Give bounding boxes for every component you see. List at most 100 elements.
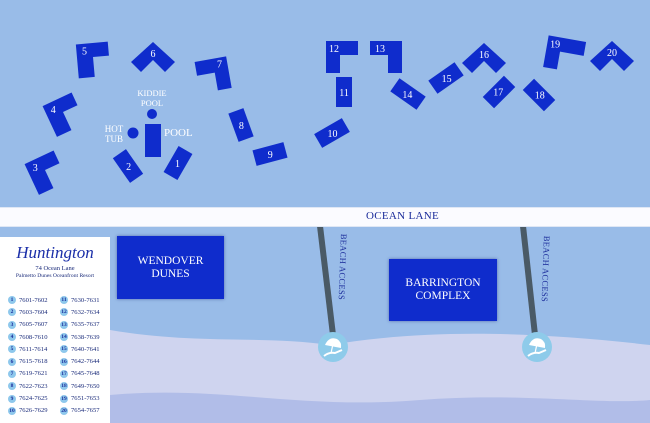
legend-unit-range: 7622-7623 [19,382,48,390]
building-12: 12 [326,41,358,73]
beach-access-path-1 [317,225,336,336]
building-shape [314,118,350,148]
beach-surf [110,392,650,423]
legend-unit-range: 7601-7602 [19,296,48,304]
building-shape [390,78,426,110]
legend-badge: 12 [60,308,68,317]
building-number: 18 [535,91,545,102]
hot-tub [127,127,139,139]
building-shape [75,41,109,79]
building-number: 16 [479,50,489,61]
legend-badge: 5 [8,345,16,354]
building-shape [590,41,634,71]
legend-badge: 8 [8,382,16,391]
building-shape [228,108,254,142]
building-shape [131,42,175,72]
hot-tub-label: HOT TUB [101,124,127,144]
building-15: 15 [428,62,464,94]
building-2: 2 [112,149,144,183]
building-shape [370,41,402,73]
complex-barrington-line1: BARRINGTON [405,277,481,289]
legend-badge: 10 [8,406,16,415]
legend-badge: 3 [8,320,16,329]
legend-unit-range: 7654-7657 [71,407,100,415]
building-18: 18 [522,78,556,112]
complex-wendover-line1: WENDOVER [137,254,204,267]
building-shape [482,75,516,109]
building-19: 19 [543,35,587,70]
building-17: 17 [482,75,516,109]
hot-tub-label-line1: HOT [104,124,124,134]
legend-badge: 2 [8,308,16,317]
legend-unit-range: 7642-7644 [71,358,100,366]
building-shape [194,56,232,91]
building-shape [252,142,288,166]
building-5: 5 [75,41,109,79]
legend-panel: Huntington 74 Ocean Lane Palmetto Dunes … [0,237,110,423]
kiddie-pool-label-line2: POOL [140,98,164,108]
building-16: 16 [462,43,506,73]
building-8: 8 [228,108,254,142]
legend-badge: 4 [8,333,16,342]
building-shape [326,41,358,73]
legend-unit-range: 7608-7610 [19,333,48,341]
legend-badge: 13 [60,320,68,329]
kiddie-pool-label: KIDDIE POOL [128,88,176,108]
legend-badge: 11 [60,296,68,305]
legend-unit-range: 7649-7650 [71,382,100,390]
building-number: 8 [239,121,244,132]
pool [145,124,161,157]
legend-badge: 19 [60,394,68,403]
building-number: 9 [268,150,273,161]
building-number: 15 [442,74,452,85]
building-number: 5 [82,47,87,58]
building-number: 1 [175,159,180,170]
building-shape [522,78,556,112]
building-number: 4 [51,105,56,116]
complex-wendover-line2: DUNES [151,267,190,280]
legend-unit-range: 7603-7604 [19,308,48,316]
building-shape [428,62,464,94]
complex-barrington-line2: COMPLEX [415,290,471,302]
pool-label: POOL [164,127,193,139]
legend-badge: 7 [8,369,16,378]
building-9: 9 [252,142,288,166]
building-number: 19 [550,40,560,51]
complex-wendover-dunes: WENDOVER DUNES [117,236,224,299]
legend-unit-range: 7626-7629 [19,407,48,415]
legend-unit-range: 7640-7641 [71,345,100,353]
legend-unit-range: 7638-7639 [71,333,100,341]
legend-unit-range: 7645-7648 [71,370,100,378]
building-11: 11 [336,77,352,107]
legend-unit-range: 7611-7614 [19,345,48,353]
building-number: 10 [328,129,338,140]
building-1: 1 [163,146,193,180]
building-number: 20 [607,48,617,59]
legend-unit-range: 7619-7621 [19,370,48,378]
legend-unit-range: 7624-7625 [19,395,48,403]
building-shape [462,43,506,73]
legend-badge: 1 [8,296,16,305]
legend-badge: 16 [60,357,68,366]
legend-resort: Palmetto Dunes Oceanfront Resort [15,273,95,279]
beach-umbrella-chair-icon [318,332,348,362]
building-number: 17 [493,88,503,99]
building-number: 14 [402,90,412,101]
building-13: 13 [370,41,402,73]
building-6: 6 [131,42,175,72]
building-shape [24,150,60,195]
legend-title: Huntington [16,243,94,262]
